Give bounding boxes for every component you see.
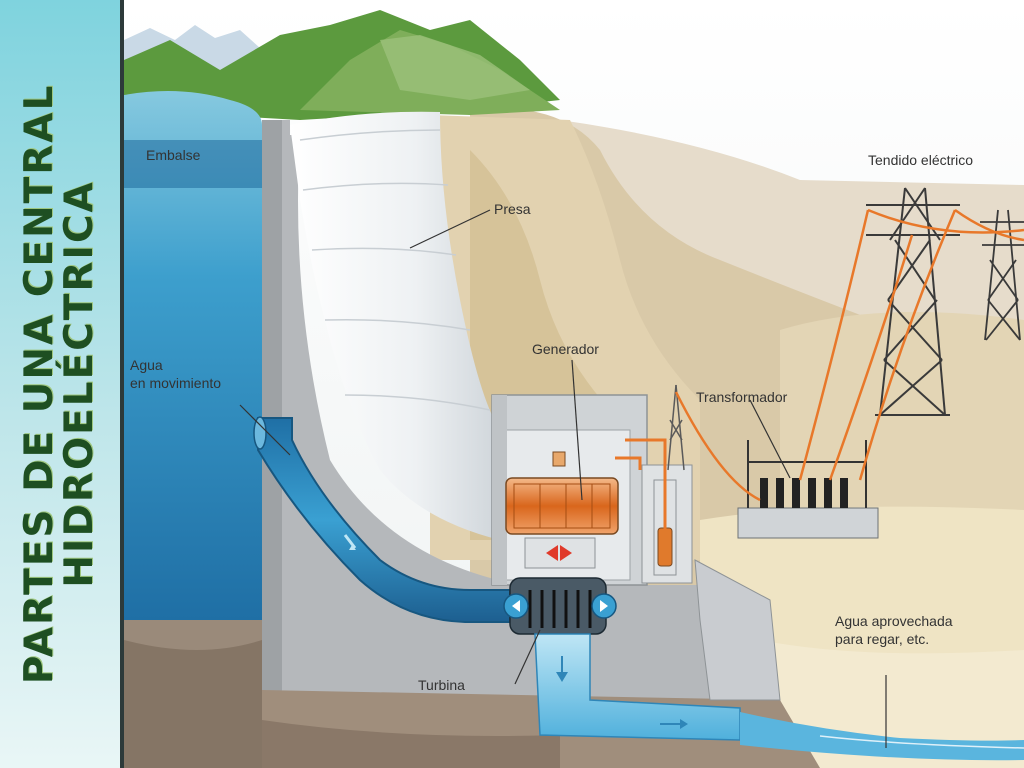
label-agua-movimiento-line1: Agua xyxy=(130,357,163,373)
label-turbina: Turbina xyxy=(418,677,465,693)
label-agua-aprovechada: Agua aprovechada para regar, etc. xyxy=(835,612,953,648)
label-agua-aprovechada-line1: Agua aprovechada xyxy=(835,613,953,629)
title-sidebar xyxy=(0,0,120,768)
sidebar-divider xyxy=(120,0,124,768)
label-presa: Presa xyxy=(494,201,531,217)
label-embalse: Embalse xyxy=(146,147,201,163)
label-tendido-electrico: Tendido eléctrico xyxy=(868,152,974,168)
hydroelectric-diagram xyxy=(124,0,1024,768)
title-line-1: PARTES DE UNA CENTRAL xyxy=(17,83,62,685)
label-transformador: Transformador xyxy=(696,389,788,405)
label-agua-movimiento: Agua en movimiento xyxy=(130,356,221,392)
label-agua-movimiento-line2: en movimiento xyxy=(130,375,222,391)
label-generador: Generador xyxy=(532,341,599,357)
title-line-2: HIDROELÉCTRICA xyxy=(57,180,102,588)
label-agua-aprovechada-line2: para regar, etc. xyxy=(835,631,930,647)
